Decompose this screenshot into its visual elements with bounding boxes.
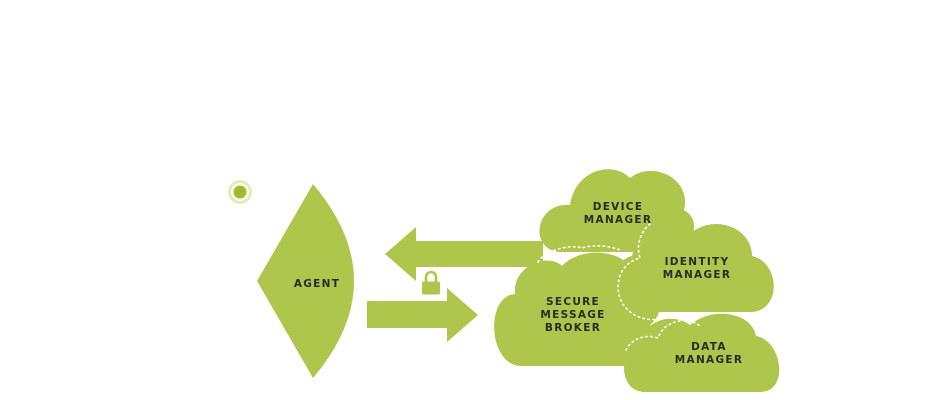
cloud-data-manager (624, 313, 780, 392)
padlock-icon (422, 270, 440, 295)
identity-manager-label-line2: MANAGER (663, 269, 731, 281)
cloud-identity-manager (614, 223, 774, 312)
arrow-right-icon (367, 288, 478, 342)
device-manager-label-line2: MANAGER (584, 214, 652, 226)
agent-label: AGENT (294, 278, 340, 290)
divider-data-top (625, 319, 701, 351)
divider-identity-left (617, 223, 665, 321)
broker-label-line1: SECURE (546, 296, 600, 308)
arrow-left-icon (385, 227, 543, 281)
identity-manager-label-line1: IDENTITY (665, 256, 730, 268)
agent-shape (257, 184, 354, 378)
broker-label-line2: MESSAGE (540, 309, 605, 321)
data-manager-label-line1: DATA (691, 341, 727, 353)
divider-device-broker (537, 245, 621, 263)
status-dot-icon (228, 180, 252, 204)
data-manager-label-line2: MANAGER (675, 354, 743, 366)
device-manager-label-line1: DEVICE (593, 201, 644, 213)
status-dot-core (233, 185, 247, 199)
broker-label-line3: BROKER (545, 322, 601, 334)
cloud-data-manager-shape (624, 313, 780, 392)
agent-node: AGENT (257, 184, 354, 378)
cloud-dividers (537, 223, 701, 351)
cloud-identity-manager-shape (614, 223, 774, 312)
